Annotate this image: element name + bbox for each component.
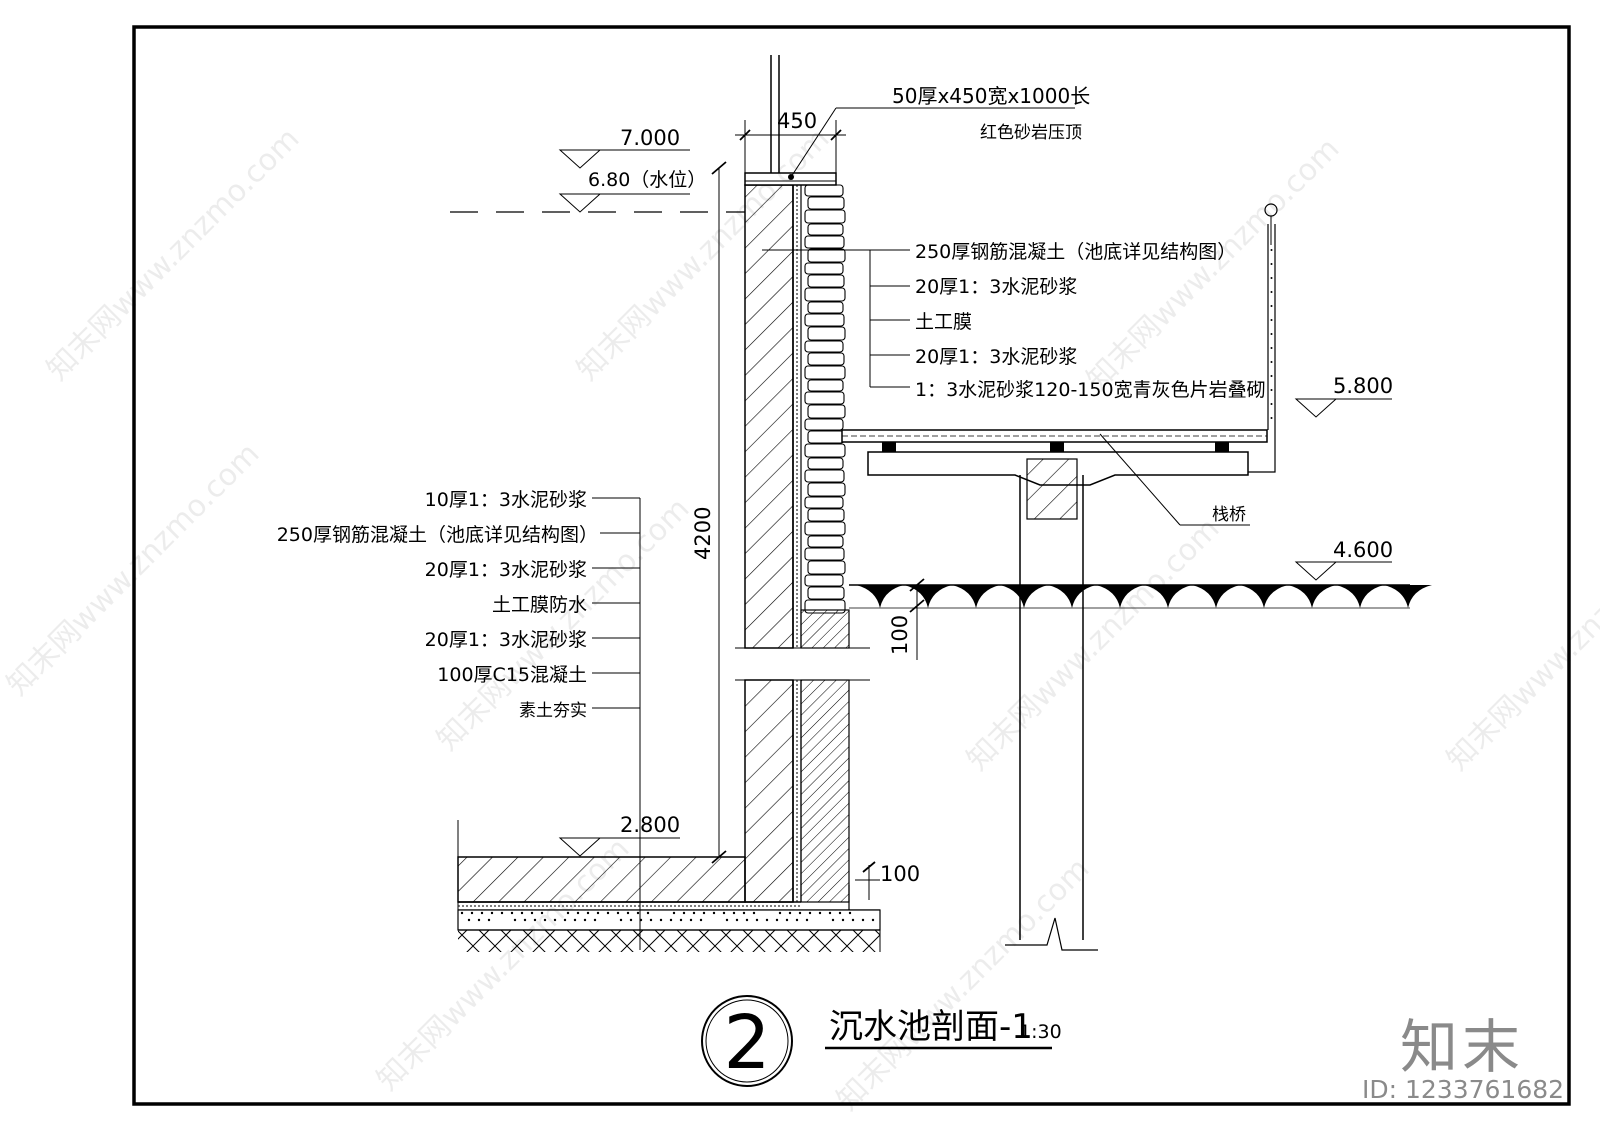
pool-wall-upper bbox=[744, 184, 794, 649]
svg-text:20厚1：3水泥砂浆: 20厚1：3水泥砂浆 bbox=[915, 346, 1077, 368]
svg-text:20厚1：3水泥砂浆: 20厚1：3水泥砂浆 bbox=[915, 276, 1077, 298]
svg-text:1：3水泥砂浆120-150宽青灰色片岩叠砌: 1：3水泥砂浆120-150宽青灰色片岩叠砌 bbox=[915, 379, 1266, 401]
svg-text:素土夯实: 素土夯实 bbox=[519, 701, 587, 721]
pool-floor-slab bbox=[457, 856, 746, 903]
svg-text:20厚1：3水泥砂浆: 20厚1：3水泥砂浆 bbox=[425, 629, 587, 651]
svg-text:土工膜: 土工膜 bbox=[915, 311, 972, 333]
svg-text:50厚x450宽x1000长: 50厚x450宽x1000长 bbox=[892, 84, 1090, 108]
svg-text:100厚C15混凝土: 100厚C15混凝土 bbox=[437, 664, 587, 686]
svg-text:红色砂岩压顶: 红色砂岩压顶 bbox=[980, 123, 1082, 143]
svg-text:2: 2 bbox=[723, 1000, 770, 1086]
level-bottom: 2.800 bbox=[558, 813, 680, 857]
trestle-note: 栈桥 bbox=[1099, 433, 1250, 526]
svg-text:4200: 4200 bbox=[691, 507, 715, 560]
dim-4200: 4200 bbox=[691, 161, 727, 864]
section-title: 2 沉水池剖面-1 1:30 bbox=[701, 995, 1062, 1087]
level-platform: 5.800 bbox=[1294, 374, 1393, 418]
pool-wall-lower bbox=[744, 679, 794, 903]
svg-text:土工膜防水: 土工膜防水 bbox=[492, 594, 587, 616]
right-layer-notes: 250厚钢筋混凝土（池底详见结构图） 20厚1：3水泥砂浆 土工膜 20厚1：3… bbox=[762, 241, 1266, 401]
level-water: 6.80（水位） bbox=[558, 169, 706, 213]
svg-text:20厚1：3水泥砂浆: 20厚1：3水泥砂浆 bbox=[425, 559, 587, 581]
brand-watermark: 知末 bbox=[1400, 1013, 1525, 1081]
svg-text:450: 450 bbox=[777, 109, 817, 133]
svg-text:100: 100 bbox=[888, 615, 912, 655]
svg-text:10厚1：3水泥砂浆: 10厚1：3水泥砂浆 bbox=[425, 489, 587, 511]
svg-text:2.800: 2.800 bbox=[620, 813, 680, 837]
backfill-soil bbox=[800, 679, 850, 903]
level-top: 7.000 bbox=[558, 126, 690, 169]
svg-text:100: 100 bbox=[880, 862, 920, 886]
svg-text:250厚钢筋混凝土（池底详见结构图）: 250厚钢筋混凝土（池底详见结构图） bbox=[915, 241, 1236, 263]
svg-text:1:30: 1:30 bbox=[1019, 1021, 1062, 1043]
compacted-soil bbox=[458, 930, 880, 952]
dim-100-floor: 100 bbox=[855, 861, 920, 900]
ground-line bbox=[849, 584, 1432, 609]
dim-450: 450 bbox=[735, 109, 846, 173]
slate-stack bbox=[804, 184, 846, 614]
title-number-circle bbox=[701, 995, 793, 1087]
svg-text:5.800: 5.800 bbox=[1333, 374, 1393, 398]
svg-text:栈桥: 栈桥 bbox=[1212, 505, 1246, 525]
svg-text:7.000: 7.000 bbox=[620, 126, 680, 150]
left-layer-notes: 10厚1：3水泥砂浆 250厚钢筋混凝土（池底详见结构图） 20厚1：3水泥砂浆… bbox=[277, 489, 718, 950]
drawing-border bbox=[132, 25, 1571, 1106]
svg-text:250厚钢筋混凝土（池底详见结构图）: 250厚钢筋混凝土（池底详见结构图） bbox=[277, 524, 598, 546]
level-ground: 4.600 bbox=[1294, 538, 1393, 581]
id-watermark: ID: 1233761682 bbox=[1362, 1075, 1565, 1104]
svg-text:6.80（水位）: 6.80（水位） bbox=[588, 169, 706, 191]
dim-100-ground: 100 bbox=[888, 578, 925, 660]
svg-text:沉水池剖面-1: 沉水池剖面-1 bbox=[829, 1007, 1033, 1047]
crown-note: 50厚x450宽x1000长 红色砂岩压顶 bbox=[788, 84, 1090, 180]
svg-text:4.600: 4.600 bbox=[1333, 538, 1393, 562]
